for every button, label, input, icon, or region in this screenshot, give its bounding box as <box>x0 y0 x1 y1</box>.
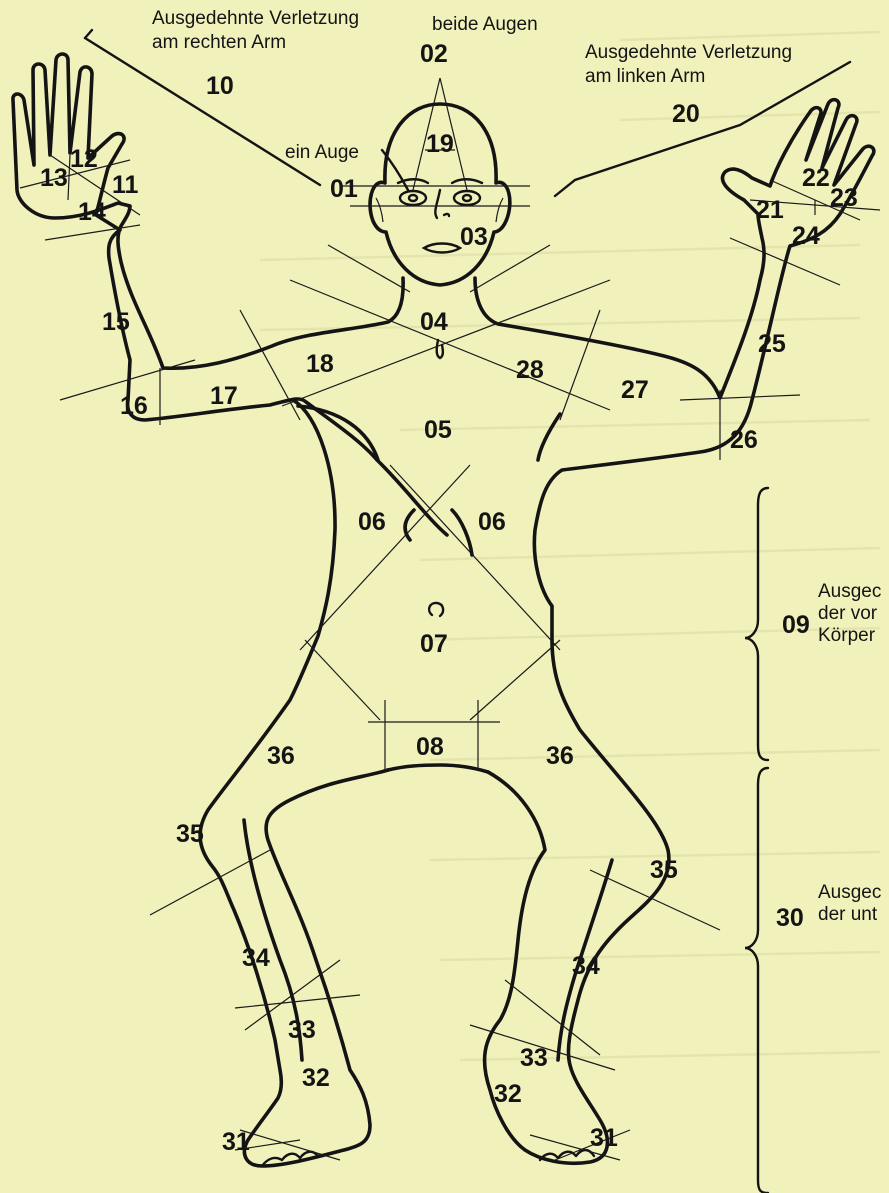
caption-lower-limbs-2: der unt <box>818 904 878 925</box>
zone-11: 11 <box>112 171 139 199</box>
zone-32-left: 32 <box>494 1080 522 1108</box>
zone-06-right: 06 <box>358 508 386 536</box>
zone-18: 18 <box>306 350 334 378</box>
caption-front-body-1: Ausgec <box>818 581 881 602</box>
right-eye <box>400 191 426 205</box>
zone-33-left: 33 <box>520 1044 548 1072</box>
zone-14: 14 <box>78 198 106 226</box>
lower-limbs-brace <box>745 768 768 1193</box>
zone-04: 04 <box>420 308 448 336</box>
zone-15: 15 <box>102 308 130 336</box>
zone-21: 21 <box>756 196 784 224</box>
zone-34-left: 34 <box>572 952 600 980</box>
zone-24: 24 <box>792 222 820 250</box>
mouth <box>424 244 460 253</box>
zone-03: 03 <box>460 223 488 251</box>
sternum-notch <box>437 340 443 358</box>
right-ribcage <box>405 510 414 540</box>
zone-10: 10 <box>206 72 234 100</box>
zone-31-right: 31 <box>222 1128 250 1156</box>
zone-01: 01 <box>330 175 358 203</box>
zone-32-right: 32 <box>302 1064 330 1092</box>
zone-23: 23 <box>830 184 858 212</box>
front-body-brace <box>745 488 768 760</box>
zone-36-right: 36 <box>267 742 295 770</box>
caption-right-arm-1: Ausgedehnte Verletzung <box>152 8 359 29</box>
caption-front-body-3: Körper <box>818 625 876 646</box>
zone-12: 12 <box>70 145 98 173</box>
zone-36-left: 36 <box>546 742 574 770</box>
zone-05: 05 <box>424 416 452 444</box>
zone-33-right: 33 <box>288 1016 316 1044</box>
zone-16: 16 <box>120 392 148 420</box>
caption-both-eyes: beide Augen <box>432 14 538 35</box>
zone-17: 17 <box>210 382 238 410</box>
zone-35-left: 35 <box>650 856 678 884</box>
zone-09: 09 <box>782 611 810 639</box>
crotch-outline <box>388 765 488 772</box>
zone-02: 02 <box>420 40 448 68</box>
zone-27: 27 <box>621 376 649 404</box>
caption-front-body-2: der vor <box>818 603 878 624</box>
torso-and-right-arm-outline <box>13 54 447 535</box>
zone-06-left: 06 <box>478 508 506 536</box>
zone-28: 28 <box>516 356 544 384</box>
navel <box>429 603 443 616</box>
caption-one-eye: ein Auge <box>285 142 359 163</box>
captions: Ausgedehnte Verletzung am rechten Arm be… <box>152 8 881 925</box>
zone-34-right: 34 <box>242 944 270 972</box>
right-chest-line <box>298 406 378 460</box>
caption-left-arm-2: am linken Arm <box>585 66 705 87</box>
nose <box>435 190 449 218</box>
zone-25: 25 <box>758 330 786 358</box>
caption-left-arm-1: Ausgedehnte Verletzung <box>585 42 792 63</box>
left-chest-line <box>538 414 560 460</box>
zone-26: 26 <box>730 426 758 454</box>
left-eye <box>454 191 480 205</box>
zone-08: 08 <box>416 733 444 761</box>
zone-07: 07 <box>420 630 448 658</box>
zone-30: 30 <box>776 904 804 932</box>
zone-dividers <box>20 78 880 1160</box>
zone-19: 19 <box>426 130 454 158</box>
zone-13: 13 <box>40 164 68 192</box>
caption-right-arm-2: am rechten Arm <box>152 32 286 53</box>
left-ribcage <box>452 510 472 555</box>
zone-numbers: 02 19 01 03 04 05 06 06 07 08 10 11 12 1… <box>40 40 858 1156</box>
zone-31-left: 31 <box>590 1124 618 1152</box>
caption-lower-limbs-1: Ausgec <box>818 882 881 903</box>
zone-20: 20 <box>672 100 700 128</box>
body-outline <box>13 54 874 1166</box>
zone-35-right: 35 <box>176 820 204 848</box>
zone-22: 22 <box>802 164 830 192</box>
